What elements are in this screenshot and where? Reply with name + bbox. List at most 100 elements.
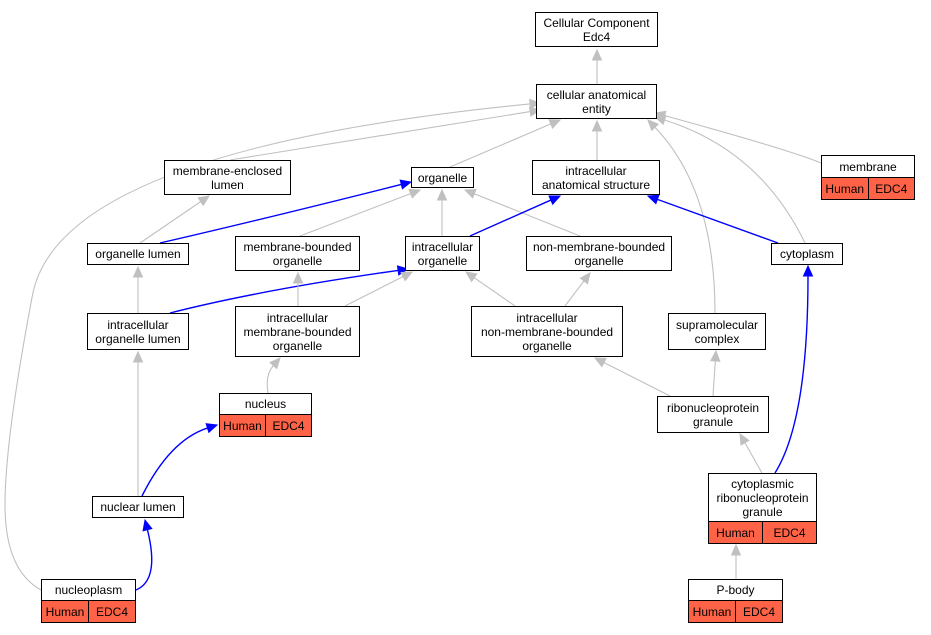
annotation-gene: EDC4 <box>735 601 782 622</box>
edge-is-a <box>266 365 274 394</box>
edge-arrowhead <box>548 119 562 129</box>
edge-is-a <box>474 193 581 237</box>
edge-is-a <box>139 201 202 244</box>
annotation-species: Human <box>692 604 732 619</box>
edge-arrowhead <box>132 350 144 363</box>
node-label: P-body <box>716 583 755 597</box>
edge-arrowhead <box>646 194 660 205</box>
node-intracellular-membrane-bounded-organelle[interactable]: intracellular membrane-bounded organelle <box>235 306 360 357</box>
node-membrane-bounded-organelle[interactable]: membrane-bounded organelle <box>235 236 360 271</box>
edge-is-a <box>603 362 671 397</box>
edge-arrowhead <box>269 357 281 370</box>
annotation-species: Human <box>716 525 755 540</box>
edge-part-of <box>159 183 402 244</box>
edge-arrowhead <box>593 357 607 368</box>
edge-is-a <box>4 103 531 591</box>
edge-arrowhead <box>710 349 721 362</box>
edge-is-a <box>664 115 822 164</box>
edge-arrowhead <box>197 195 211 207</box>
edge-arrowhead <box>400 271 414 282</box>
node-organelle-lumen[interactable]: organelle lumen <box>87 243 189 265</box>
edge-arrowhead <box>529 98 542 110</box>
edge-is-a <box>744 442 763 474</box>
annotation-species: Human <box>223 418 262 433</box>
edge-is-a <box>299 193 411 237</box>
edge-arrowhead <box>142 518 153 532</box>
node-intracellular-organelle[interactable]: intracellular organelle <box>405 236 480 271</box>
node-ribonucleoprotein-granule[interactable]: ribonucleoprotein granule <box>657 396 769 433</box>
annotation-gene: EDC4 <box>88 601 135 622</box>
edge-arrowhead <box>436 188 448 201</box>
edge-arrowhead <box>579 272 591 285</box>
node-label: intracellular anatomical structure <box>541 163 651 192</box>
edge-part-of <box>657 198 779 244</box>
edge-part-of <box>135 529 153 591</box>
edge-is-a <box>229 111 531 161</box>
node-supramolecular-complex[interactable]: supramolecular complex <box>668 313 766 350</box>
node-non-membrane-bounded-organelle[interactable]: non-membrane-bounded organelle <box>526 236 672 271</box>
annotation-gene: EDC4 <box>265 415 311 436</box>
edge-is-a <box>712 360 716 397</box>
node-nuclear-lumen[interactable]: nuclear lumen <box>92 496 184 518</box>
node-label: intracellular organelle <box>411 239 474 268</box>
edge-is-a <box>564 280 585 307</box>
edge-is-a <box>664 119 806 244</box>
edge-arrowhead <box>591 48 603 61</box>
node-cytoplasm[interactable]: cytoplasm <box>771 243 843 265</box>
node-label: nucleoplasm <box>54 583 123 597</box>
annotation-species: Human <box>45 604 85 619</box>
edge-arrowhead <box>739 432 750 446</box>
node-intracellular-non-membrane-bounded-organelle[interactable]: intracellular non-membrane-bounded organ… <box>471 306 623 357</box>
edge-arrowhead <box>463 189 477 199</box>
edge-part-of <box>469 199 552 237</box>
edge-is-a <box>654 126 716 314</box>
edge-is-a <box>449 123 552 168</box>
node-label: membrane-bounded organelle <box>243 239 352 268</box>
edge-arrowhead <box>399 179 413 190</box>
node-organelle[interactable]: organelle <box>411 167 474 188</box>
edge-arrowhead <box>591 119 603 132</box>
node-membrane-enclosed-lumen[interactable]: membrane-enclosed lumen <box>164 160 291 195</box>
edge-is-a <box>473 277 516 307</box>
annotation-gene: EDC4 <box>762 522 816 543</box>
node-intracellular-anatomical-structure[interactable]: intracellular anatomical structure <box>532 160 660 195</box>
edge-part-of <box>774 275 809 474</box>
node-cellular-anatomical-entity[interactable]: cellular anatomical entity <box>536 84 657 119</box>
node-label: membrane-enclosed lumen <box>172 163 283 192</box>
node-label: supramolecular complex <box>675 317 759 346</box>
node-cellular-component-edc4[interactable]: Cellular Component Edc4 <box>535 12 658 47</box>
edge-arrowhead <box>647 119 660 132</box>
annotation-gene: EDC4 <box>867 178 915 199</box>
edge-is-a <box>344 276 404 307</box>
node-label: nucleus <box>244 397 287 411</box>
node-label: cytoplasmic ribonucleoprotein granule <box>716 476 809 519</box>
node-label: nuclear lumen <box>100 500 176 514</box>
node-label: organelle <box>417 170 468 185</box>
node-intracellular-organelle-lumen[interactable]: intracellular organelle lumen <box>87 313 189 350</box>
edge-arrowhead <box>802 264 814 277</box>
node-label: cellular anatomical entity <box>546 87 647 116</box>
edge-arrowhead <box>292 271 304 284</box>
node-label: membrane <box>839 159 897 174</box>
annotation-row: Human EDC4 <box>709 521 816 543</box>
edge-arrowhead <box>408 188 422 199</box>
edge-arrowhead <box>132 265 144 278</box>
node-label: non-membrane-bounded organelle <box>532 239 666 268</box>
node-label: ribonucleoprotein granule <box>666 400 760 429</box>
edge-arrowhead <box>548 195 562 206</box>
annotation-species: Human <box>825 181 865 196</box>
edge-arrowhead <box>653 115 667 126</box>
edge-part-of <box>141 427 208 497</box>
edge-arrowhead <box>730 543 742 556</box>
node-label: intracellular non-membrane-bounded organ… <box>480 310 614 353</box>
node-label: organelle lumen <box>95 247 181 261</box>
